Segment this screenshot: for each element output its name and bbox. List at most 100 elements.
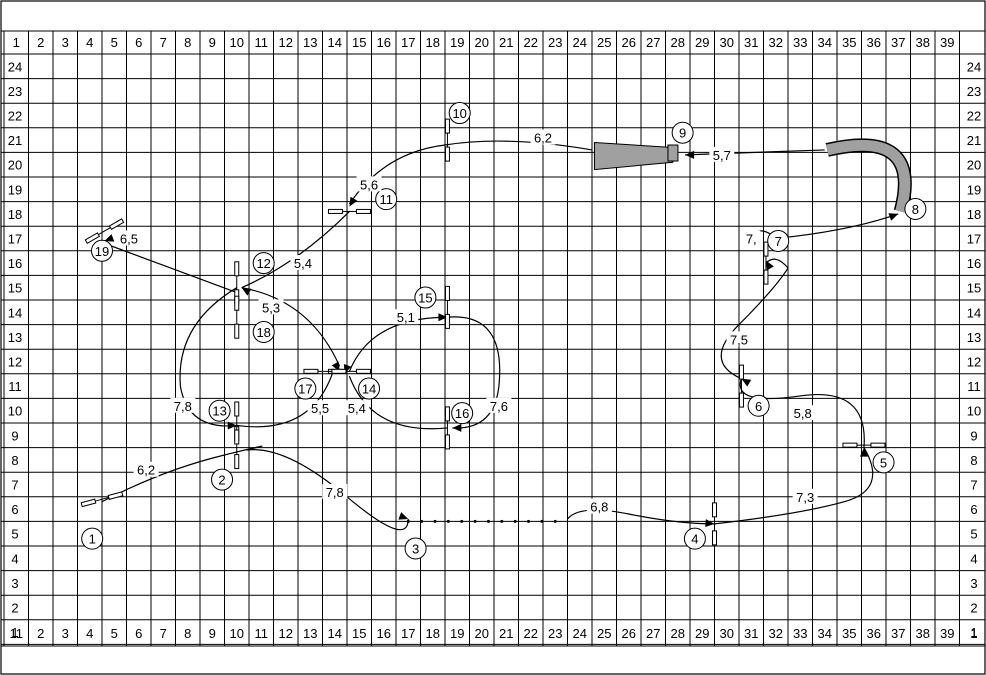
column-label-bottom: 12 [279,626,293,641]
obstacle-number-badge [683,527,706,550]
column-label-top: 15 [352,35,366,50]
obstacle-number-badge [747,394,770,417]
obstacle-number: 8 [912,202,919,217]
obstacle-number: 11 [379,192,393,207]
row-label-right: 16 [967,256,981,271]
row-label-right: 1 [970,625,977,640]
column-label-bottom: 14 [328,626,342,641]
obstacle-4: 4 [683,502,717,550]
obstacle-8: 8 [825,138,927,220]
column-label-bottom: 31 [744,626,758,641]
obstacle-number-badge [414,286,437,309]
column-label-top: 5 [111,35,118,50]
column-label-bottom: 16 [377,626,391,641]
obstacle-17: 17 [294,368,347,400]
obstacle-number: 10 [452,106,466,121]
obstacle-number: 9 [679,126,686,141]
arrow-into-9 [685,150,695,159]
column-label-top: 7 [160,35,167,50]
column-label-top: 10 [230,35,244,50]
obstacle-13: 13 [208,399,240,445]
obstacle-19: 19 [84,218,125,262]
row-label-left: 16 [8,256,22,271]
row-label-right: 18 [967,207,981,222]
column-label-top: 27 [646,35,660,50]
column-label-bottom: 21 [499,626,513,641]
column-label-top: 18 [426,35,440,50]
arrow-into-19 [104,234,115,242]
column-label-bottom: 26 [622,626,636,641]
obstacle-12: 12 [234,252,275,305]
row-label-left: 17 [8,232,22,247]
column-label-bottom: 28 [671,626,685,641]
obstacle-number: 4 [691,532,698,547]
column-label-top: 28 [671,35,685,50]
column-label-top: 9 [209,35,216,50]
column-label-bottom: 4 [86,626,93,641]
row-label-right: 13 [967,330,981,345]
column-label-top: 11 [255,35,269,50]
obstacle-number-badge [904,197,927,220]
row-label-right: 19 [967,182,981,197]
obstacle-number-badge [294,377,317,400]
column-label-bottom: 36 [867,626,881,641]
row-label-right: 7 [970,478,977,493]
route-4-5 [714,447,874,525]
column-label-bottom: 37 [891,626,905,641]
distance-label: 7,6 [490,399,508,414]
distance-label: 5,4 [294,256,312,271]
obstacle-number-badge [671,121,694,144]
obstacle-2: 2 [211,426,240,491]
arrow-into-16 [452,423,462,432]
distance-label: 5,6 [360,177,378,192]
distance-label: 5,7 [713,148,731,163]
column-label-bottom: 27 [646,626,660,641]
row-label-left: 11 [8,379,22,394]
column-label-top: 38 [916,35,930,50]
row-label-left: 22 [8,109,22,124]
route-6-7 [720,258,789,380]
column-label-bottom: 30 [720,626,734,641]
distance-label: 6,8 [590,500,608,515]
row-label-left: 10 [8,404,22,419]
column-label-top: 36 [867,35,881,50]
row-label-left: 4 [11,551,18,566]
corner-label-bottom-right: 1 [970,626,977,641]
column-label-top: 30 [720,35,734,50]
row-label-right: 2 [970,601,977,616]
distance-label: 7,8 [174,399,192,414]
arrow-into-5 [859,447,868,457]
route-8-9 [685,149,825,156]
obstacle-number-badge [358,377,381,400]
obstacle-7: 7 [763,229,790,285]
obstacle-number-badge [208,399,231,422]
column-label-bottom: 38 [916,626,930,641]
column-label-top: 16 [377,35,391,50]
row-label-left: 9 [11,428,18,443]
row-label-right: 5 [970,527,977,542]
arrow-into-8 [888,213,899,221]
distance-label: 7, [746,232,757,247]
distance-label: 7,8 [326,485,344,500]
column-label-bottom: 8 [184,626,191,641]
obstacle-number: 7 [775,234,782,249]
column-label-top: 32 [769,35,783,50]
column-label-bottom: 22 [524,626,538,641]
obstacle-number: 5 [880,455,887,470]
row-label-left: 14 [8,305,22,320]
row-label-left: 1 [11,625,18,640]
column-label-bottom: 7 [160,626,167,641]
obstacle-number: 18 [256,325,270,340]
obstacle-3: 3 [404,519,557,560]
arrow-into-13 [227,421,237,430]
route-16-17 [348,376,448,430]
row-label-right: 24 [967,59,981,74]
column-label-bottom: 15 [352,626,366,641]
obstacle-number-badge [448,102,471,125]
column-label-top: 2 [37,35,44,50]
column-label-top: 33 [793,35,807,50]
